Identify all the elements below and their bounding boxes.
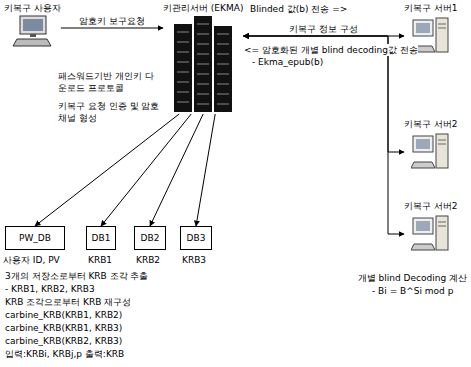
node-label: PW_DB: [19, 232, 51, 244]
node-label: 키관리서버 (EKMA): [163, 2, 243, 14]
connector-arrow: [150, 114, 203, 226]
annotation-text: Blinded 값(b) 전송 =>: [250, 3, 347, 15]
computer-node: 키복구 서버2: [404, 118, 458, 172]
annotation-text: 패스워드기반 개인키 다운로드 프로토콜: [58, 70, 162, 94]
server-rack-icon: [172, 14, 234, 114]
edge-label: 키복구 정보 구성: [289, 23, 358, 35]
connector-arrow: [61, 28, 163, 29]
annotation-text: 입력:KRBi, KRBj,p 출력:KRB: [5, 348, 124, 360]
computer-node: 키복구 사용자: [4, 2, 61, 48]
connector-arrow: [243, 36, 404, 234]
node-label: DB2: [141, 232, 160, 244]
annotation-text: - Ekma_epub(b): [252, 56, 323, 68]
edge-label: 암호키 보구요청: [79, 15, 145, 27]
node-label: 키복구 서버2: [404, 200, 458, 212]
annotation-text: 키복구 요청 인증 및 암호채널 형성: [58, 100, 162, 124]
recovery-server-icon: [411, 130, 451, 172]
node-label: DB1: [92, 232, 111, 244]
annotation-text: carbine_KRB(KRB1, KRB2): [5, 309, 122, 321]
node-label: 키복구 사용자: [4, 2, 61, 14]
annotation-text: - KRB1, KRB2, KRB3: [5, 283, 95, 295]
node-label: 키복구 서버2: [404, 118, 458, 130]
annotation-text: KRB1: [88, 254, 112, 266]
connector-arrow: [196, 114, 215, 226]
annotation-text: <= 암호화된 개별 blind decoding값 전송: [244, 44, 418, 56]
recovery-server-icon: [411, 212, 451, 254]
annotation-text: KRB 조각으로부터 KRB 재구성: [5, 296, 131, 308]
node-label: 키복구 서버1: [404, 2, 458, 14]
annotation-text: 개별 blind Decoding 계산: [358, 272, 467, 284]
node-label: DB3: [187, 232, 206, 244]
database-box: DB3: [180, 226, 212, 250]
database-box: DB1: [86, 226, 116, 250]
connector-arrow: [101, 114, 191, 226]
annotation-text: 사용자 ID, PV: [3, 254, 60, 266]
annotation-text: carbine_KRB(KRB1, KRB3): [5, 322, 122, 334]
user-computer-icon: [12, 14, 52, 48]
computer-node: 키복구 서버2: [404, 200, 458, 254]
annotation-text: carbine_KRB(KRB2, KRB3): [5, 335, 122, 347]
computer-node: 키관리서버 (EKMA): [163, 2, 243, 114]
database-box: DB2: [134, 226, 166, 250]
annotation-text: KRB2: [136, 254, 160, 266]
annotation-text: KRB3: [182, 254, 206, 266]
annotation-text: - Bi = B^Si mod p: [372, 285, 453, 297]
annotation-text: 3개의 저장소로부터 KRB 조각 추출: [5, 270, 149, 282]
database-box: PW_DB: [5, 226, 65, 250]
